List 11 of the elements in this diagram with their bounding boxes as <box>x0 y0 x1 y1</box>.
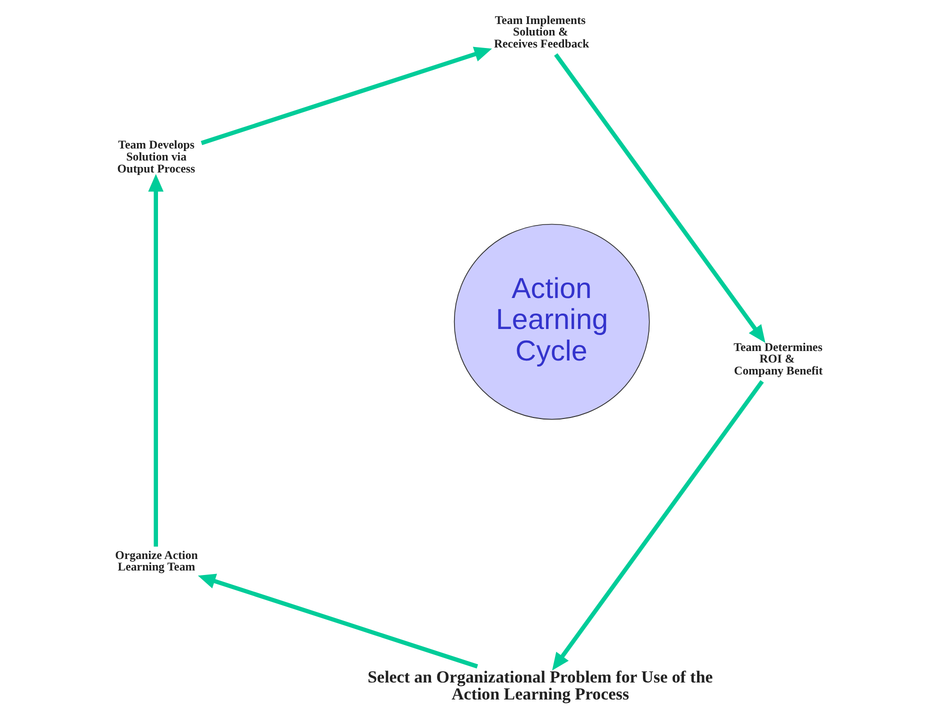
node-text: Team Develops Solution via Output Process <box>116 138 195 176</box>
node-text: Organize Action Learning Team <box>114 548 198 574</box>
node-text: Team Implements Solution & Receives Feedback <box>493 12 589 51</box>
arrow <box>200 46 492 146</box>
arrow <box>552 380 764 670</box>
node-text: Team Determines ROI & Company Benefit <box>733 340 822 378</box>
node-text: Select an Organizational Problem for Use of the Action Learning Process <box>367 668 712 704</box>
node-circle: Action Learning Cycle <box>453 224 650 420</box>
arrow <box>197 574 478 668</box>
arrow <box>148 174 164 547</box>
arrow <box>554 53 765 343</box>
